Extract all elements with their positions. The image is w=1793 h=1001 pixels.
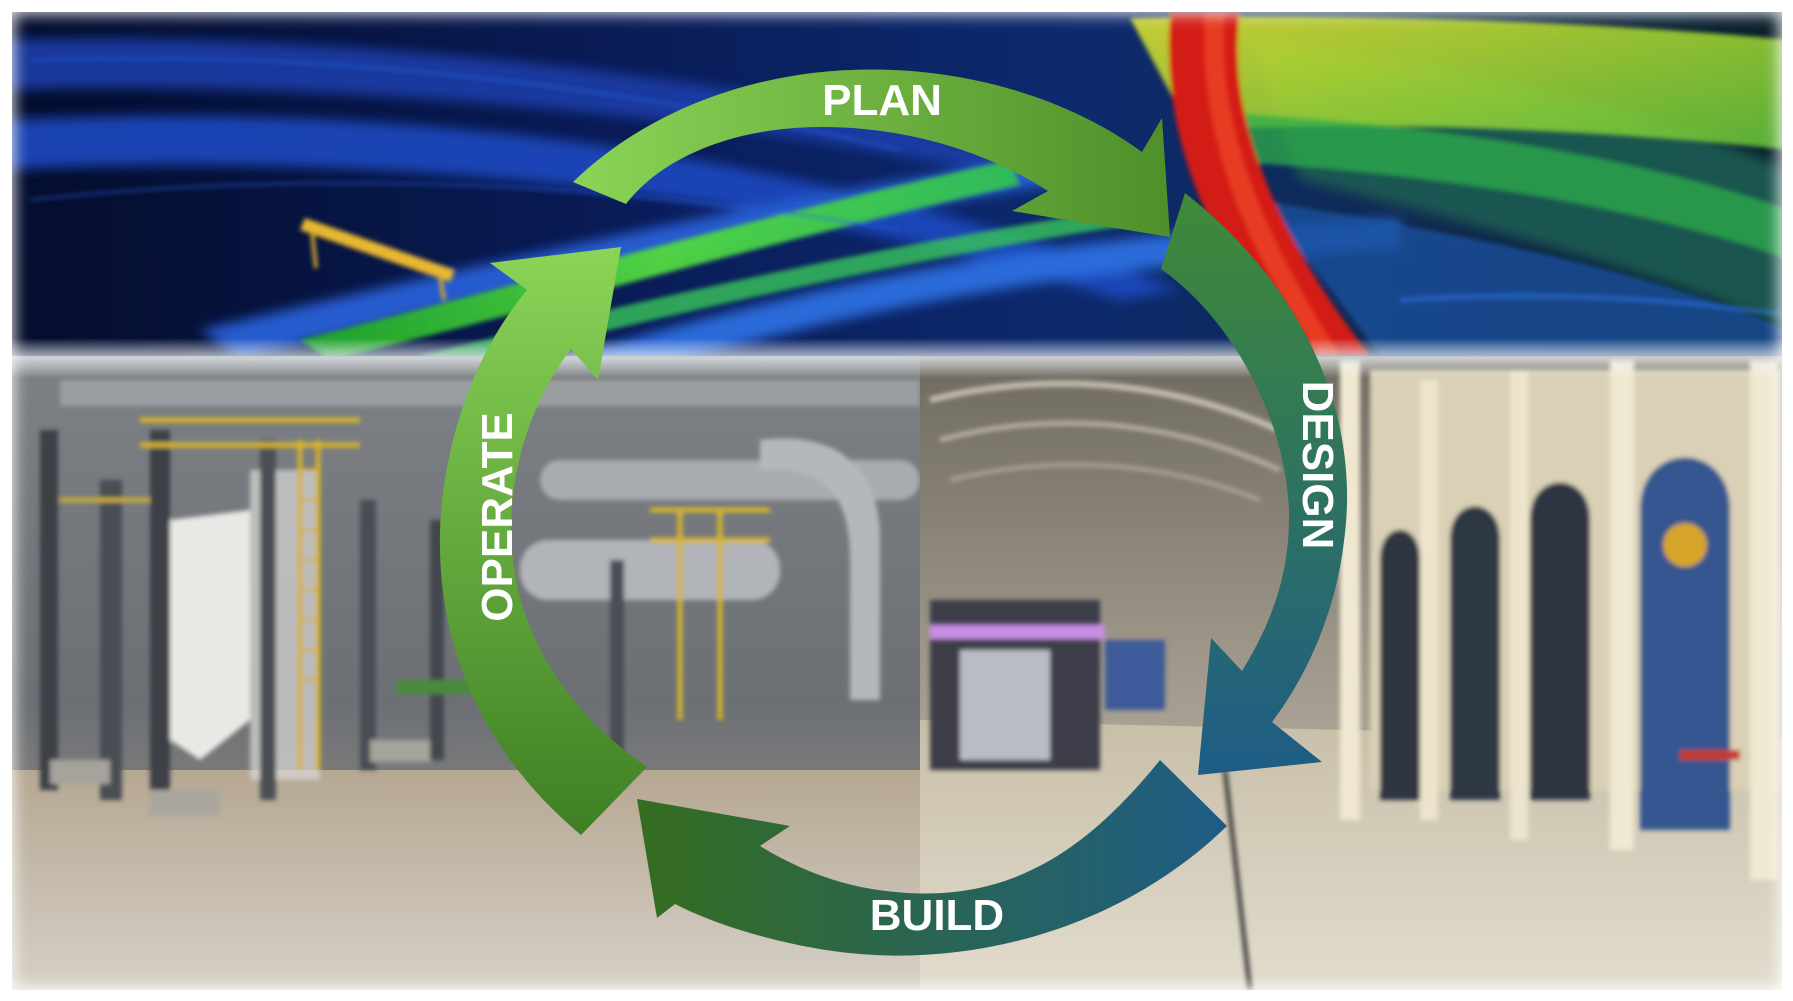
lifecycle-cycle: PLAN DESIGN BUILD OPERATE — [439, 69, 1348, 956]
plan-arrow — [573, 69, 1170, 237]
build-label: BUILD — [870, 891, 1004, 940]
build-arrow — [637, 760, 1227, 956]
station-concourse-image — [920, 356, 1782, 990]
design-label: DESIGN — [1293, 381, 1342, 550]
operate-arrow — [439, 247, 647, 835]
point-cloud-scan-image — [12, 12, 1782, 356]
design-arrow — [1161, 193, 1348, 775]
plan-label: PLAN — [822, 76, 942, 125]
operate-label: OPERATE — [473, 412, 522, 621]
